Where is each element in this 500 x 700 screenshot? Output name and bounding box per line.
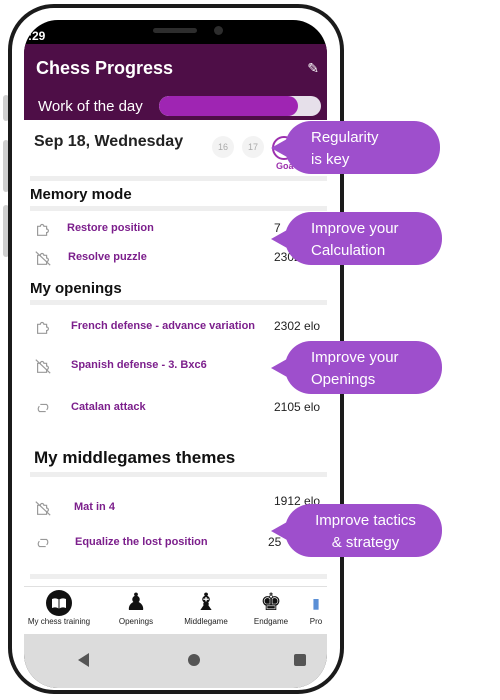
- section-title-middlegames: My middlegames themes: [34, 448, 236, 467]
- notch: [111, 20, 261, 44]
- callout-pointer: [271, 521, 287, 540]
- callout-line: Calculation: [311, 242, 386, 259]
- divider: [30, 574, 327, 579]
- puzzle-crossed-icon: [35, 359, 51, 374]
- list-item[interactable]: Catalan attack 2105 elo: [24, 396, 327, 422]
- list-item-label: French defense - advance variation: [71, 320, 256, 332]
- callout-line: Regularity: [311, 129, 379, 146]
- chart-icon: ▮: [312, 595, 320, 611]
- work-of-day-progress: [159, 96, 321, 116]
- divider: [30, 206, 327, 211]
- list-item[interactable]: Spanish defense - 3. Bxc6: [24, 354, 327, 380]
- book-icon: [46, 590, 72, 616]
- list-item-value: 7: [274, 221, 281, 235]
- list-item[interactable]: French defense - advance variation 2302 …: [24, 315, 327, 341]
- divider: [30, 300, 327, 305]
- bottom-nav: My chess training ♟ Openings ♝ Middlegam…: [24, 586, 327, 635]
- callout-pointer: [271, 138, 287, 157]
- recent-apps-icon[interactable]: [294, 654, 306, 666]
- nav-label: My chess training: [27, 617, 91, 626]
- section-title-memory-mode: Memory mode: [30, 186, 132, 203]
- nav-item-pro[interactable]: ▮ Pro: [286, 589, 327, 626]
- nav-item-openings[interactable]: ♟ Openings: [101, 589, 171, 626]
- list-item-label: Catalan attack: [71, 401, 146, 413]
- callout-tactics: Improve tactics & strategy: [271, 504, 442, 557]
- pawn-icon: ♟: [125, 589, 147, 616]
- nav-item-middlegame[interactable]: ♝ Middlegame: [171, 589, 241, 626]
- list-item-label: Mat in 4: [74, 501, 115, 513]
- list-item-label: Restore position: [67, 222, 154, 234]
- work-of-day-label: Work of the day: [38, 98, 143, 115]
- list-item[interactable]: Resolve puzzle 2302 elo: [24, 246, 327, 272]
- callout-regularity: Regularity is key: [271, 121, 440, 174]
- divider: [30, 176, 327, 181]
- link-icon: [37, 403, 49, 413]
- main-content: Sep 18, Wednesday 16 17 18 Goa Memory mo…: [24, 120, 327, 586]
- bishop-icon: ♝: [195, 589, 217, 616]
- list-item[interactable]: Mat in 4 1912 elo: [24, 494, 327, 522]
- callout-openings: Improve your Openings: [271, 341, 442, 394]
- nav-label: Endgame: [253, 617, 289, 626]
- puzzle-crossed-icon: [35, 251, 51, 266]
- goal-label: Goa: [276, 161, 294, 171]
- list-item-value: 2302 elo: [274, 319, 321, 333]
- date-label: Sep 18, Wednesday: [34, 133, 184, 150]
- puzzle-piece-icon: [37, 321, 49, 334]
- nav-label: Pro: [309, 617, 323, 626]
- list-item-value: 2105 elo: [274, 400, 321, 414]
- home-icon[interactable]: [188, 654, 200, 666]
- camera: [214, 26, 223, 35]
- volume-button: [3, 95, 9, 121]
- list-item[interactable]: Restore position 7: [24, 217, 327, 243]
- callout-line: Openings: [311, 371, 376, 388]
- callout-line: Improve your: [311, 349, 399, 366]
- callout-pointer: [271, 229, 287, 248]
- list-item-label: Spanish defense - 3. Bxc6: [71, 359, 207, 371]
- nav-item-endgame[interactable]: ♚ Endgame: [236, 589, 306, 626]
- work-of-day-progress-fill: [159, 96, 299, 116]
- speaker: [153, 28, 197, 33]
- callout-line: is key: [311, 151, 350, 168]
- nav-item-my-chess-training[interactable]: My chess training: [24, 589, 94, 626]
- day-chip[interactable]: 17: [242, 136, 264, 158]
- callout-line: Improve your: [311, 220, 399, 237]
- nav-label: Openings: [118, 617, 154, 626]
- volume-up-button: [3, 140, 9, 192]
- nav-label: Middlegame: [184, 617, 228, 626]
- status-time: :29: [28, 29, 46, 43]
- volume-down-button: [3, 205, 9, 257]
- puzzle-piece-icon: [37, 223, 49, 236]
- callout-pointer: [271, 358, 287, 377]
- day-chip[interactable]: 16: [212, 136, 234, 158]
- list-item-label: Equalize the lost position: [75, 536, 208, 548]
- callout-line: Improve tactics: [315, 512, 416, 529]
- list-item-label: Resolve puzzle: [68, 251, 147, 263]
- callout-line: & strategy: [331, 534, 400, 551]
- system-nav-bar: [24, 634, 327, 688]
- section-title-openings: My openings: [30, 280, 122, 297]
- callout-calculation: Improve your Calculation: [271, 212, 442, 265]
- puzzle-crossed-icon: [35, 501, 51, 516]
- link-icon: [37, 538, 49, 548]
- phone-screen: :29 Chess Progress ✎ Work of the day Sep…: [24, 20, 327, 688]
- page-title: Chess Progress: [36, 58, 174, 78]
- divider: [30, 472, 327, 477]
- pencil-icon[interactable]: ✎: [307, 60, 319, 76]
- back-icon[interactable]: [78, 653, 89, 667]
- king-icon: ♚: [260, 589, 282, 616]
